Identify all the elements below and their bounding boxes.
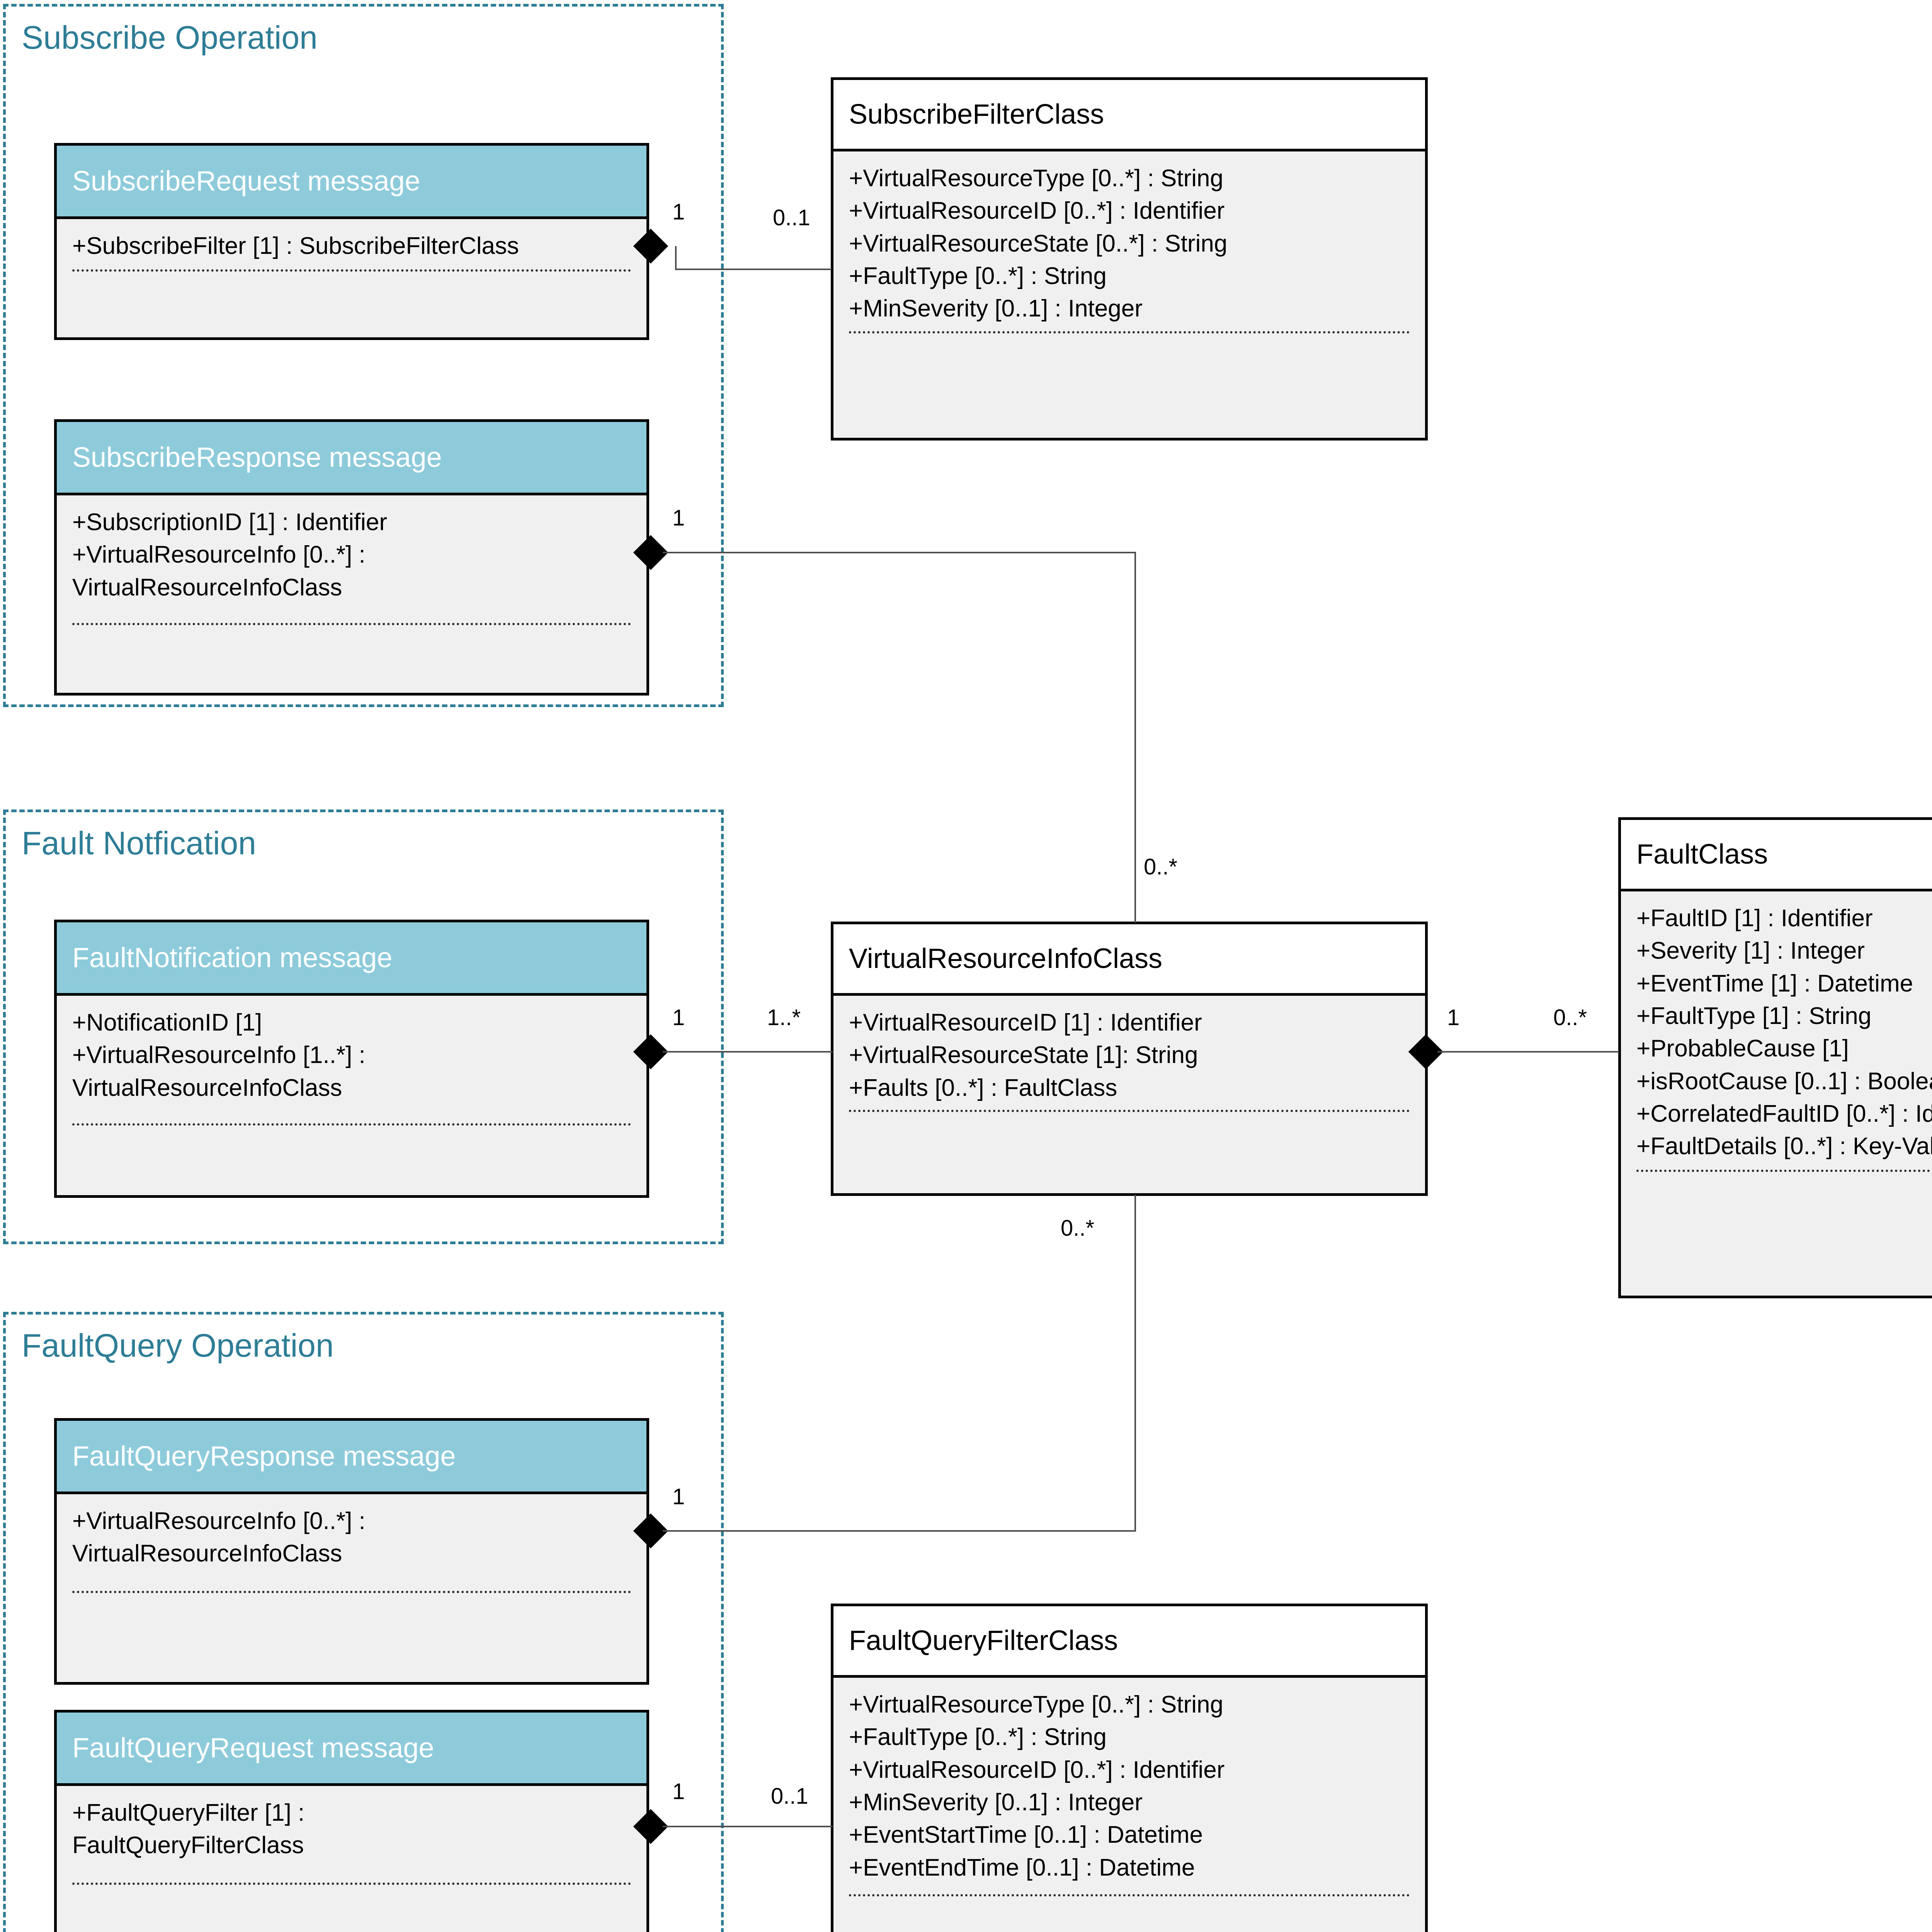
attribute-row: +Faults [0..*] : FaultClass xyxy=(849,1074,1117,1101)
connector-segment-vertical xyxy=(675,246,677,269)
node-header-faultquery-filter-class: FaultQueryFilterClass xyxy=(833,1606,1425,1678)
node-faultquery-response-message[interactable]: FaultQueryResponse message +VirtualResou… xyxy=(54,1418,649,1685)
attribute-row: +FaultType [1] : String xyxy=(1636,1002,1872,1029)
node-body-faultquery-filter-class: +VirtualResourceType [0..*] : String +Fa… xyxy=(833,1678,1425,1932)
attribute-row: +FaultType [0..*] : String xyxy=(849,1724,1107,1751)
attribute-row: +VirtualResourceID [0..*] : Identifier xyxy=(849,1756,1225,1783)
node-header-fault-class: FaultClass xyxy=(1621,820,1932,891)
attribute-row: +SubscriptionID [1] : Identifier xyxy=(72,509,388,536)
connector-segment-horizontal xyxy=(663,552,1136,553)
attribute-row: +VirtualResourceState [1]: String xyxy=(849,1042,1198,1069)
node-header-faultquery-response: FaultQueryResponse message xyxy=(57,1421,646,1494)
attribute-row: +FaultID [1] : Identifier xyxy=(1636,905,1873,932)
multiplicity-label-source: 1 xyxy=(672,505,685,531)
node-header-subscribe-filter-class: SubscribeFilterClass xyxy=(833,80,1425,151)
operations-separator xyxy=(72,1123,631,1126)
node-header-virtual-resource-info-class: VirtualResourceInfoClass xyxy=(833,924,1425,996)
group-subscribe-operation xyxy=(3,4,724,707)
node-virtual-resource-info-class[interactable]: VirtualResourceInfoClass +VirtualResourc… xyxy=(831,922,1428,1196)
group-title-faultquery-operation: FaultQuery Operation xyxy=(22,1327,334,1364)
attribute-row: +VirtualResourceID [0..*] : Identifier xyxy=(849,197,1225,224)
node-body-faultquery-request: +FaultQueryFilter [1] : FaultQueryFilter… xyxy=(57,1786,646,1932)
multiplicity-label-target: 0..1 xyxy=(771,1784,808,1809)
node-body-subscribe-request: +SubscribeFilter [1] : SubscribeFilterCl… xyxy=(57,219,646,337)
node-body-fault-notification: +NotificationID [1] +VirtualResourceInfo… xyxy=(57,996,646,1195)
group-title-fault-notification: Fault Notfication xyxy=(22,825,256,861)
attribute-row: VirtualResourceInfoClass xyxy=(72,1074,342,1101)
attribute-row: +VirtualResourceType [0..*] : String xyxy=(849,1691,1223,1718)
attribute-row: FaultQueryFilterClass xyxy=(72,1832,304,1859)
connector-segment-vertical xyxy=(1134,1195,1136,1531)
attribute-row: +FaultQueryFilter [1] : xyxy=(72,1799,305,1826)
multiplicity-label-source: 1 xyxy=(672,1779,685,1804)
attribute-row: +isRootCause [0..1] : Boolean xyxy=(1636,1068,1932,1095)
operations-separator xyxy=(1636,1170,1932,1172)
node-fault-class[interactable]: FaultClass +FaultID [1] : Identifier +Se… xyxy=(1618,817,1932,1298)
multiplicity-label-source: 1 xyxy=(672,199,685,224)
node-subscribe-response-message[interactable]: SubscribeResponse message +SubscriptionI… xyxy=(54,419,649,696)
operations-separator xyxy=(72,623,631,625)
attribute-row: +MinSeverity [0..1] : Integer xyxy=(849,295,1143,322)
multiplicity-label-target: 0..1 xyxy=(773,205,810,230)
operations-separator xyxy=(849,1894,1410,1896)
attribute-row: +EventEndTime [0..1] : Datetime xyxy=(849,1854,1195,1881)
attribute-row: +VirtualResourceState [0..*] : String xyxy=(849,230,1228,257)
multiplicity-label-source: 1 xyxy=(1447,1005,1460,1030)
node-header-fault-notification: FaultNotification message xyxy=(57,922,646,996)
attribute-row: VirtualResourceInfoClass xyxy=(72,1540,342,1567)
attribute-row: +VirtualResourceInfo [0..*] : xyxy=(72,541,366,568)
attribute-row: +EventTime [1] : Datetime xyxy=(1636,970,1913,997)
operations-separator xyxy=(72,1883,631,1885)
attribute-row: +VirtualResourceInfo [1..*] : xyxy=(72,1042,366,1069)
attribute-row: +Severity [1] : Integer xyxy=(1636,937,1865,964)
multiplicity-label-target: 0..* xyxy=(1553,1005,1587,1030)
connector-segment-horizontal xyxy=(663,1826,833,1827)
multiplicity-label-source: 1 xyxy=(672,1005,685,1030)
node-faultquery-filter-class[interactable]: FaultQueryFilterClass +VirtualResourceTy… xyxy=(831,1604,1428,1932)
multiplicity-label-target: 0..* xyxy=(1144,854,1178,879)
attribute-row: +MinSeverity [0..1] : Integer xyxy=(849,1789,1143,1816)
node-header-faultquery-request: FaultQueryRequest message xyxy=(57,1713,646,1786)
attribute-row: +VirtualResourceInfo [0..*] : xyxy=(72,1508,366,1534)
attribute-row: +ProbableCause [1] xyxy=(1636,1035,1849,1062)
node-body-fault-class: +FaultID [1] : Identifier +Severity [1] … xyxy=(1621,891,1932,1296)
node-body-subscribe-filter-class: +VirtualResourceType [0..*] : String +Vi… xyxy=(833,151,1425,438)
operations-separator xyxy=(849,1110,1410,1112)
attribute-row: +EventStartTime [0..1] : Datetime xyxy=(849,1821,1203,1849)
node-faultquery-request-message[interactable]: FaultQueryRequest message +FaultQueryFil… xyxy=(54,1710,649,1932)
operations-separator xyxy=(72,269,631,272)
node-subscribe-filter-class[interactable]: SubscribeFilterClass +VirtualResourceTyp… xyxy=(831,77,1428,440)
attribute-row: +VirtualResourceID [1] : Identifier xyxy=(849,1009,1202,1036)
node-body-subscribe-response: +SubscriptionID [1] : Identifier +Virtua… xyxy=(57,495,646,693)
multiplicity-label-target: 1..* xyxy=(767,1005,801,1030)
node-body-virtual-resource-info-class: +VirtualResourceID [1] : Identifier +Vir… xyxy=(833,996,1425,1193)
operations-separator xyxy=(72,1591,631,1593)
node-header-subscribe-response: SubscribeResponse message xyxy=(57,422,646,495)
attribute-row: +VirtualResourceType [0..*] : String xyxy=(849,165,1223,192)
connector-segment-horizontal xyxy=(663,1530,1136,1532)
connector-segment-horizontal xyxy=(663,1051,833,1053)
operations-separator xyxy=(849,331,1410,333)
group-title-subscribe-operation: Subscribe Operation xyxy=(22,19,318,56)
attribute-row: +CorrelatedFaultID [0..*] : Identifier xyxy=(1636,1100,1932,1127)
attribute-row: VirtualResourceInfoClass xyxy=(72,574,342,601)
multiplicity-label-target: 0..* xyxy=(1061,1216,1095,1241)
multiplicity-label-source: 1 xyxy=(672,1484,685,1509)
attribute-row: +FaultType [0..*] : String xyxy=(849,262,1107,289)
connector-segment-horizontal xyxy=(675,269,832,270)
node-header-subscribe-request: SubscribeRequest message xyxy=(57,146,646,219)
connector-segment-vertical xyxy=(1134,552,1136,923)
node-fault-notification-message[interactable]: FaultNotification message +NotificationI… xyxy=(54,920,649,1198)
node-body-faultquery-response: +VirtualResourceInfo [0..*] : VirtualRes… xyxy=(57,1494,646,1682)
group-faultquery-operation xyxy=(3,1312,724,1932)
node-subscribe-request-message[interactable]: SubscribeRequest message +SubscribeFilte… xyxy=(54,143,649,340)
attribute-row: +SubscribeFilter [1] : SubscribeFilterCl… xyxy=(72,233,519,259)
attribute-row: +FaultDetails [0..*] : Key-Value pairs xyxy=(1636,1133,1932,1160)
connector-segment-horizontal xyxy=(1437,1051,1619,1053)
attribute-row: +NotificationID [1] xyxy=(72,1009,262,1036)
group-fault-notification xyxy=(3,810,724,1244)
